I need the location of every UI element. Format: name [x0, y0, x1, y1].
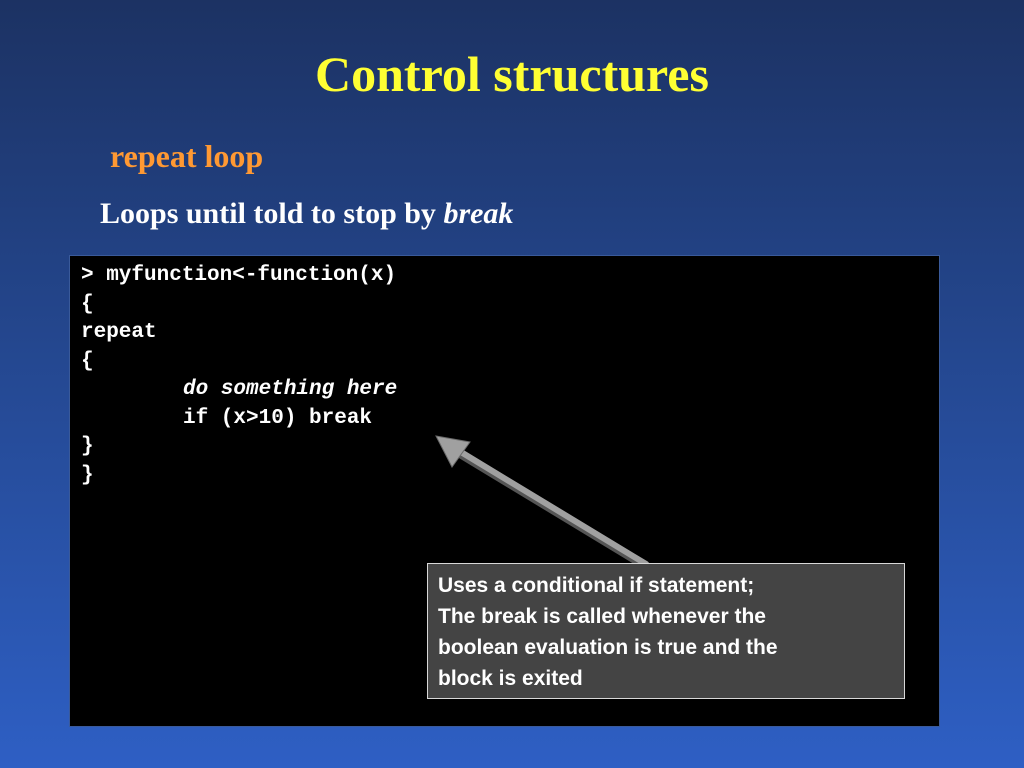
code-line-placeholder: do something here — [183, 378, 398, 401]
code-line: } — [81, 463, 94, 487]
callout-line: block is exited — [438, 667, 583, 690]
slide-description: Loops until told to stop by break — [100, 194, 513, 234]
description-emphasis: break — [443, 197, 514, 230]
callout-box: Uses a conditional if statement; The bre… — [427, 563, 905, 699]
code-line: > myfunction<-function(x) — [81, 264, 397, 287]
code-line: { — [81, 349, 94, 373]
code-block: > myfunction<-function(x) { repeat { do … — [81, 262, 397, 490]
code-line: } — [81, 435, 94, 458]
callout-line: Uses a conditional if statement; — [438, 574, 755, 597]
callout-line: boolean evaluation is true and the — [438, 636, 778, 659]
slide-subtitle: repeat loop — [110, 138, 264, 174]
code-line: { — [81, 292, 94, 316]
callout-line: The break is called whenever the — [438, 605, 766, 628]
code-line: repeat — [81, 321, 157, 344]
slide-title: Control structures — [315, 46, 709, 102]
description-text: Loops until told to stop by — [100, 197, 444, 230]
code-line-break-condition: if (x>10) break — [183, 406, 373, 430]
